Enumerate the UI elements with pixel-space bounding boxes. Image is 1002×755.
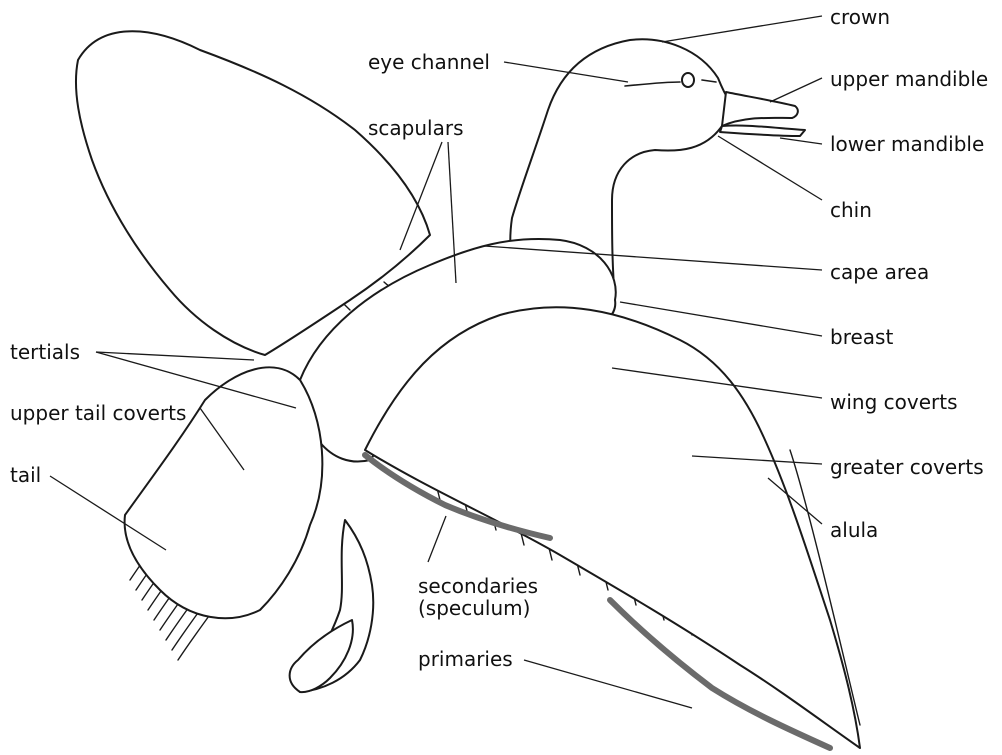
label-upper-tail-coverts: upper tail coverts (10, 401, 186, 425)
leader-lower-mandible (780, 138, 822, 144)
leader-secondaries (428, 516, 446, 562)
label-chin: chin (830, 198, 872, 222)
leader-upper-mandible (770, 78, 822, 102)
label-lower-mandible: lower mandible (830, 132, 984, 156)
label-scapulars: scapulars (368, 116, 464, 140)
label-speculum: (speculum) (418, 596, 530, 620)
label-alula: alula (830, 518, 878, 542)
duck-eye (682, 73, 694, 87)
label-secondaries: secondaries (418, 574, 538, 598)
label-eye-channel: eye channel (368, 50, 490, 74)
label-greater-coverts: greater coverts (830, 455, 984, 479)
label-upper-mandible: upper mandible (830, 67, 988, 91)
duck-lower-mandible (720, 125, 805, 136)
duck-foot (290, 620, 353, 692)
label-tertials: tertials (10, 340, 80, 364)
leader-primaries (524, 660, 692, 708)
label-wing-coverts: wing coverts (830, 390, 958, 414)
label-primaries: primaries (418, 647, 513, 671)
label-crown: crown (830, 5, 890, 29)
leader-crown (662, 16, 822, 42)
duck-near-wing (365, 307, 860, 748)
label-breast: breast (830, 325, 893, 349)
leader-chin (718, 136, 822, 200)
label-cape-area: cape area (830, 260, 929, 284)
label-tail: tail (10, 463, 41, 487)
duck-upper-mandible (722, 92, 798, 126)
